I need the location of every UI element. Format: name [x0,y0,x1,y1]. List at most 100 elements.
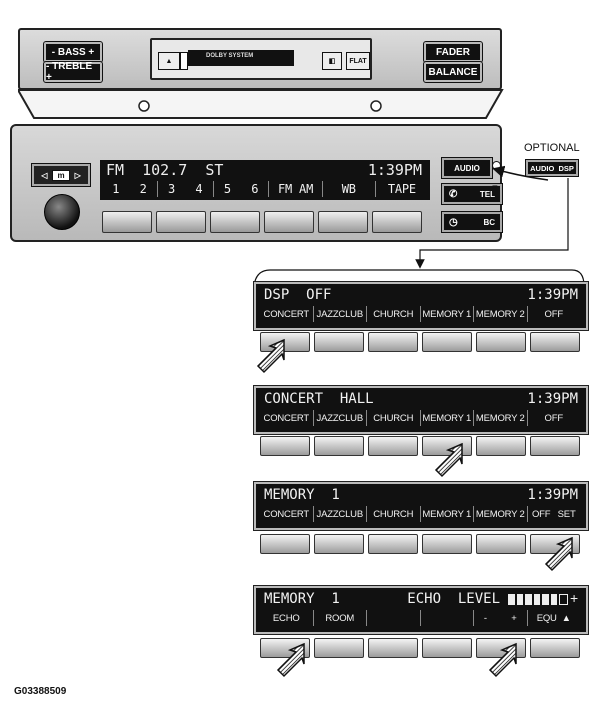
audio-dsp-button[interactable]: AUDIO DSP [525,159,579,177]
panel-2-title: CONCERT HALL [264,391,374,407]
dolby-button[interactable]: ◧ [322,52,342,70]
echo-level-meter [508,594,569,605]
eject-button[interactable]: ▲ [158,52,180,70]
right-arrow-icon: ▷ [74,170,81,180]
softkey-button[interactable] [530,332,580,352]
softkey-button[interactable] [368,534,418,554]
softkey-button[interactable] [476,436,526,456]
softkey-label: OFF [526,410,581,426]
softkey-label [366,610,420,626]
softkey-button[interactable] [314,332,364,352]
softkey-button[interactable] [530,638,580,658]
softkey-5[interactable] [318,211,368,233]
panel-1-buttons [260,332,582,352]
softkey-button[interactable] [368,436,418,456]
eject-icon: ▲ [165,57,173,65]
pointing-arrow-icon [257,339,285,373]
dolby-icon: ◧ [328,58,336,65]
softkey-label: EQU ▲ [526,610,581,626]
softkey-label: CHURCH [366,306,420,322]
plus-label: + [492,212,500,226]
bc-button[interactable]: ◷ BC [441,211,503,233]
upper-control-unit: - BASS + - TREBLE + ▲ DOLBY SYSTEM ◧ FLA… [18,28,502,90]
softkey-button[interactable] [422,638,472,658]
tel-button[interactable]: ✆ TEL [441,183,503,205]
preset-2: 2 [139,182,147,196]
menu-lines-icon: ≡ [492,183,498,194]
fader-button[interactable]: FADER [423,41,483,63]
softkey-label: CONCERT [263,412,310,424]
softkey-button[interactable] [530,436,580,456]
bc-label: BC [483,217,495,227]
tape-door-icon [180,52,188,70]
softkey-button[interactable] [260,436,310,456]
softkey-label: MEMORY 1 [419,506,474,522]
softkey-1[interactable] [102,211,152,233]
softkey-button[interactable] [314,534,364,554]
softkey-label: - + [473,610,527,626]
level-bar [533,594,541,605]
softkey-4[interactable] [264,211,314,233]
level-bar [508,594,515,605]
tel-label: TEL [479,189,495,199]
display-station: FM 102.7 ST [106,161,224,179]
softkey-button[interactable] [260,534,310,554]
bass-button[interactable]: - BASS + [43,41,103,63]
softkey-button[interactable] [476,332,526,352]
display-panel-1: DSP OFF 1:39PM CONCERT JAZZCLUB CHURCH M… [256,284,586,328]
display-time: 1:39PM [367,161,422,179]
optional-label: OPTIONAL [524,142,580,154]
volume-knob[interactable] [44,194,80,230]
tape-slot: ▲ DOLBY SYSTEM ◧ FLAT [150,38,372,80]
phone-icon: ✆ [449,188,458,200]
upper-unit-trim [18,89,504,119]
softkey-button[interactable] [314,436,364,456]
panel-4-softkey-labels: ECHO ROOM - + EQU ▲ [260,610,580,626]
softkey-label: MEMORY 1 [419,410,474,426]
panel-2-time: 1:39PM [527,391,578,407]
audio-button[interactable]: AUDIO [441,157,493,179]
softkey-3[interactable] [210,211,260,233]
softkey-button[interactable] [368,638,418,658]
panel-2-buttons [260,436,582,456]
panel-3-buttons [260,534,582,554]
panel-3-softkey-labels: CONCERT JAZZCLUB CHURCH MEMORY 1 MEMORY … [260,506,580,522]
tape-window: DOLBY SYSTEM [188,50,294,66]
softkey-label: JAZZCLUB [312,506,367,522]
balance-label: BALANCE [428,66,478,78]
flat-button[interactable]: FLAT [346,52,370,70]
band-wb: WB [321,181,375,197]
softkey-label: CONCERT [263,308,310,320]
softkey-label: OFF [526,306,581,322]
display-panel-3: MEMORY 1 1:39PM CONCERT JAZZCLUB CHURCH … [256,484,586,528]
softkey-label [419,610,474,626]
pointing-arrow-icon [435,443,463,477]
softkey-button[interactable] [422,332,472,352]
softkey-label: JAZZCLUB [312,306,367,322]
panel-1-softkey-labels: CONCERT JAZZCLUB CHURCH MEMORY 1 MEMORY … [260,306,580,322]
level-bar-empty [559,594,569,605]
mode-label: m [52,169,70,181]
panel-1-title: DSP OFF [264,287,332,303]
level-bar [516,594,524,605]
panel-3-title: MEMORY 1 [264,487,340,503]
seek-mode-button[interactable]: ◁ m ▷ [31,163,91,187]
softkey-button[interactable] [368,332,418,352]
softkey-label: CONCERT [263,508,310,520]
softkey-6[interactable] [372,211,422,233]
softkey-label: CHURCH [366,506,420,522]
preset-4: 4 [195,182,203,196]
balance-button[interactable]: BALANCE [423,61,483,83]
softkey-2[interactable] [156,211,206,233]
softkey-button[interactable] [476,534,526,554]
softkey-button[interactable] [314,638,364,658]
softkey-button[interactable] [422,534,472,554]
mount-hole-right [370,100,382,112]
treble-button[interactable]: - TREBLE + [43,61,103,83]
source-tape: TAPE [374,181,428,197]
preset-5: 5 [223,182,231,196]
